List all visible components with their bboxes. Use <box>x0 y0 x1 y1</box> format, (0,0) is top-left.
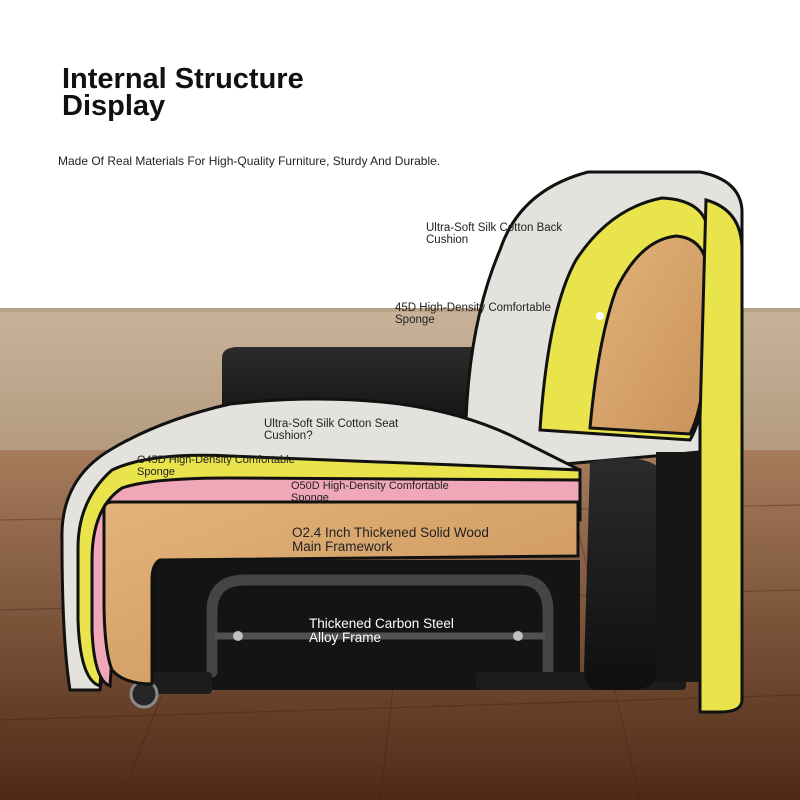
base-bar-left <box>152 672 212 694</box>
label-steel-frame: Thickened Carbon Steel Alloy Frame <box>309 616 454 646</box>
page-subtitle: Made Of Real Materials For High-Quality … <box>58 154 441 168</box>
label-back-cushion: Ultra-Soft Silk Cotton Back Cushion <box>426 222 563 247</box>
baseboard <box>0 308 800 312</box>
label-seat-sponge-50d: Ο50D High-Density Comfortable Sponge <box>291 480 449 504</box>
bolt-icon <box>233 631 243 641</box>
arm-yellow-sponge <box>698 198 744 714</box>
label-back-sponge: 45D High-Density Comfortable Sponge <box>395 302 551 327</box>
bolt-icon <box>513 631 523 641</box>
leather-side-panel <box>584 458 660 690</box>
steel-alloy-frame <box>206 574 554 678</box>
label-wood-frame: Ο2.4 Inch Thickened Solid Wood Main Fram… <box>292 525 489 555</box>
page-title: Internal Structure Display <box>62 63 304 122</box>
under-seat-cavity <box>150 560 580 690</box>
leather-side-support <box>656 452 700 682</box>
bolt-icon <box>596 312 604 320</box>
label-seat-sponge-45d: Ο45D High-Density Comfortable Sponge <box>137 454 295 478</box>
seat-wood-frame <box>102 500 580 686</box>
label-seat-cushion: Ultra-Soft Silk Cotton Seat Cushion? <box>264 418 399 443</box>
